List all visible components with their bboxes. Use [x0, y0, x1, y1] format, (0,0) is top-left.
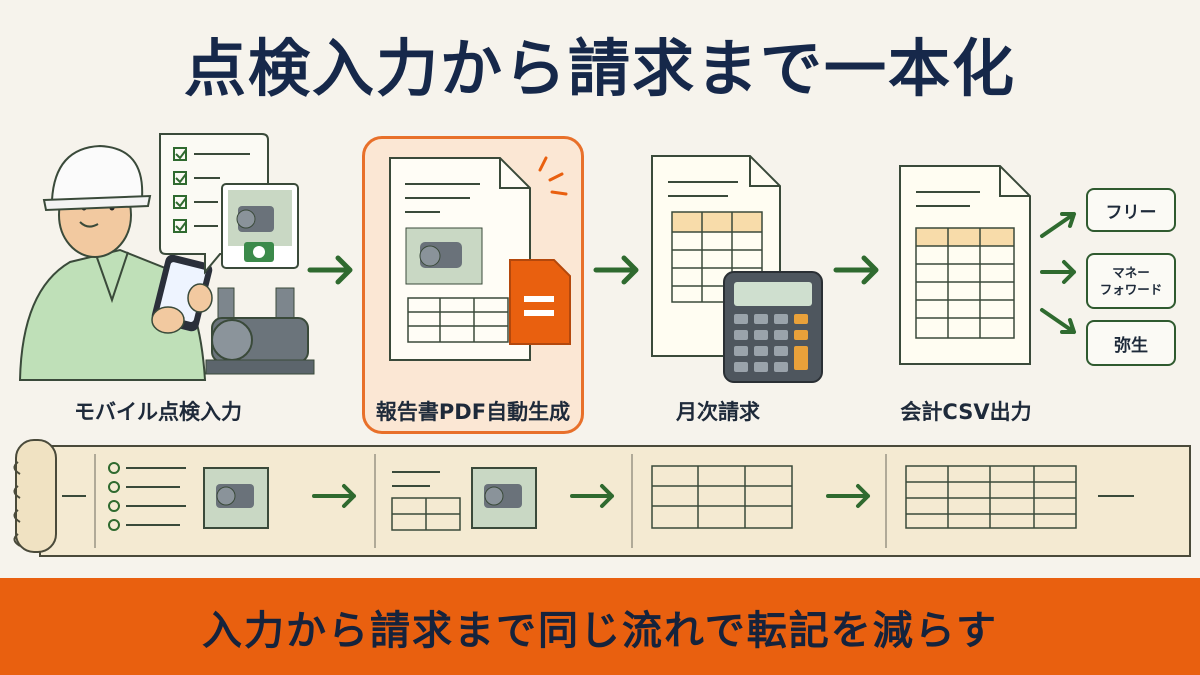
report-pdf-illustration: [389, 156, 571, 361]
accounting-target-moneyforward-line2: フォワード: [1099, 282, 1163, 297]
accounting-target-moneyforward-line1: マネー: [1112, 265, 1150, 280]
banner-text: 入力から請求まで同じ流れで転記を減らす: [202, 607, 998, 654]
page-title: 点検入力から請求まで一本化: [183, 32, 1016, 105]
accounting-target-yayoi-label: 弥生: [1114, 335, 1148, 356]
bottom-banner: 入力から請求まで同じ流れで転記を減らす: [0, 578, 1200, 675]
workflow-scroll-strip: [13, 439, 1191, 557]
inspector-worker-illustration: [18, 133, 315, 381]
flow-arrows: [307, 255, 879, 285]
step-label-mobile-inspection: モバイル点検入力: [74, 400, 242, 424]
accounting-target-freee: フリー: [1086, 188, 1176, 232]
accounting-target-moneyforward: マネー フォワード: [1086, 253, 1176, 309]
csv-export-illustration: [899, 165, 1076, 365]
accounting-target-freee-label: フリー: [1105, 202, 1157, 223]
step-label-csv-export: 会計CSV出力: [900, 400, 1032, 424]
step-label-monthly-billing: 月次請求: [676, 400, 760, 424]
monthly-billing-illustration: [651, 155, 823, 383]
step-label-pdf-report: 報告書PDF自動生成: [375, 400, 571, 424]
accounting-target-yayoi: 弥生: [1086, 320, 1176, 366]
